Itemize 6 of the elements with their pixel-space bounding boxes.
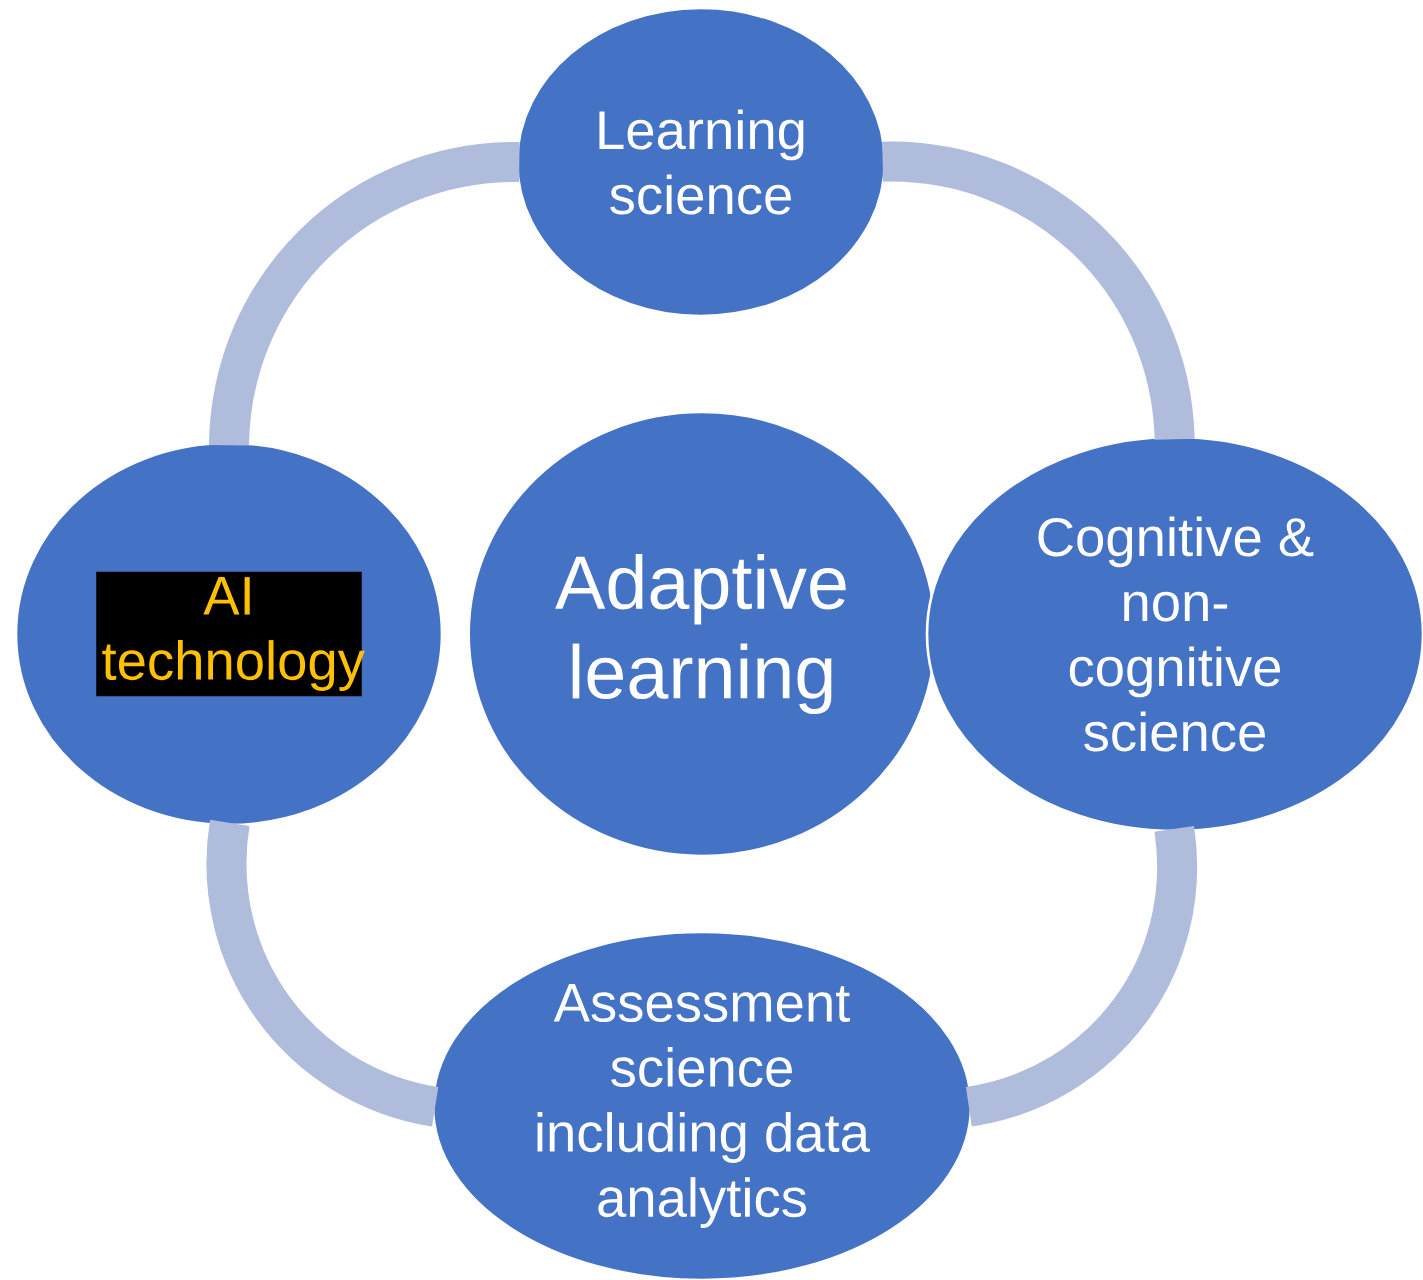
ellipse-node: Cognitive & non-cognitive science xyxy=(925,435,1423,833)
ellipse-node: Assessment science including data analytics xyxy=(431,930,973,1280)
ring-segment xyxy=(209,142,521,447)
ellipse-node: Learning science xyxy=(515,6,887,318)
ring-segment xyxy=(881,141,1195,442)
circle-node: Adaptive learning xyxy=(467,410,937,858)
